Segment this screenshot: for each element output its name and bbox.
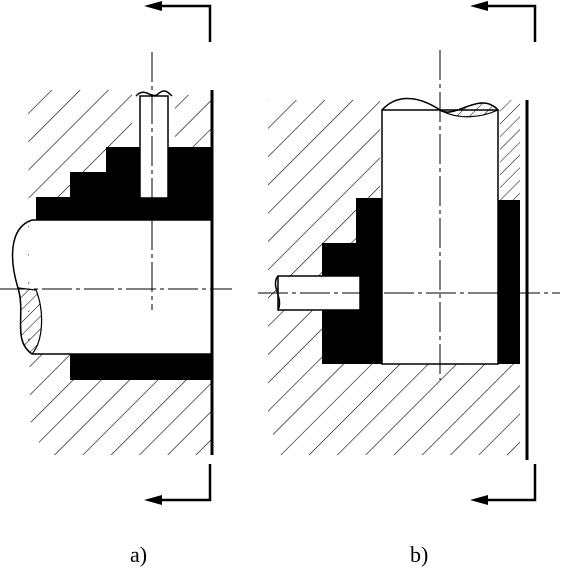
- pin-a: [139, 95, 169, 199]
- section-arrow-top-b: [476, 4, 537, 42]
- shaft-a: [32, 219, 213, 355]
- seal-lower-a: [70, 354, 212, 380]
- section-arrow-bottom-a: [150, 464, 212, 502]
- arrowhead-top-b: [470, 1, 488, 11]
- pin-break-b: [274, 275, 281, 311]
- arrowhead-top-a: [144, 1, 162, 11]
- shaft-break-hatch-b: [439, 102, 500, 118]
- arrowhead-bottom-a: [144, 495, 162, 505]
- shaft-break-hatch-a: [17, 287, 43, 355]
- pin-break-a: [135, 90, 173, 97]
- section-arrow-bottom-b: [476, 464, 537, 502]
- arrowhead-bottom-b: [470, 495, 488, 505]
- seal-right-b: [498, 200, 520, 364]
- panel-label-b: b): [410, 542, 428, 567]
- section-arrow-top-a: [150, 4, 212, 42]
- panel-label-a: a): [130, 542, 147, 567]
